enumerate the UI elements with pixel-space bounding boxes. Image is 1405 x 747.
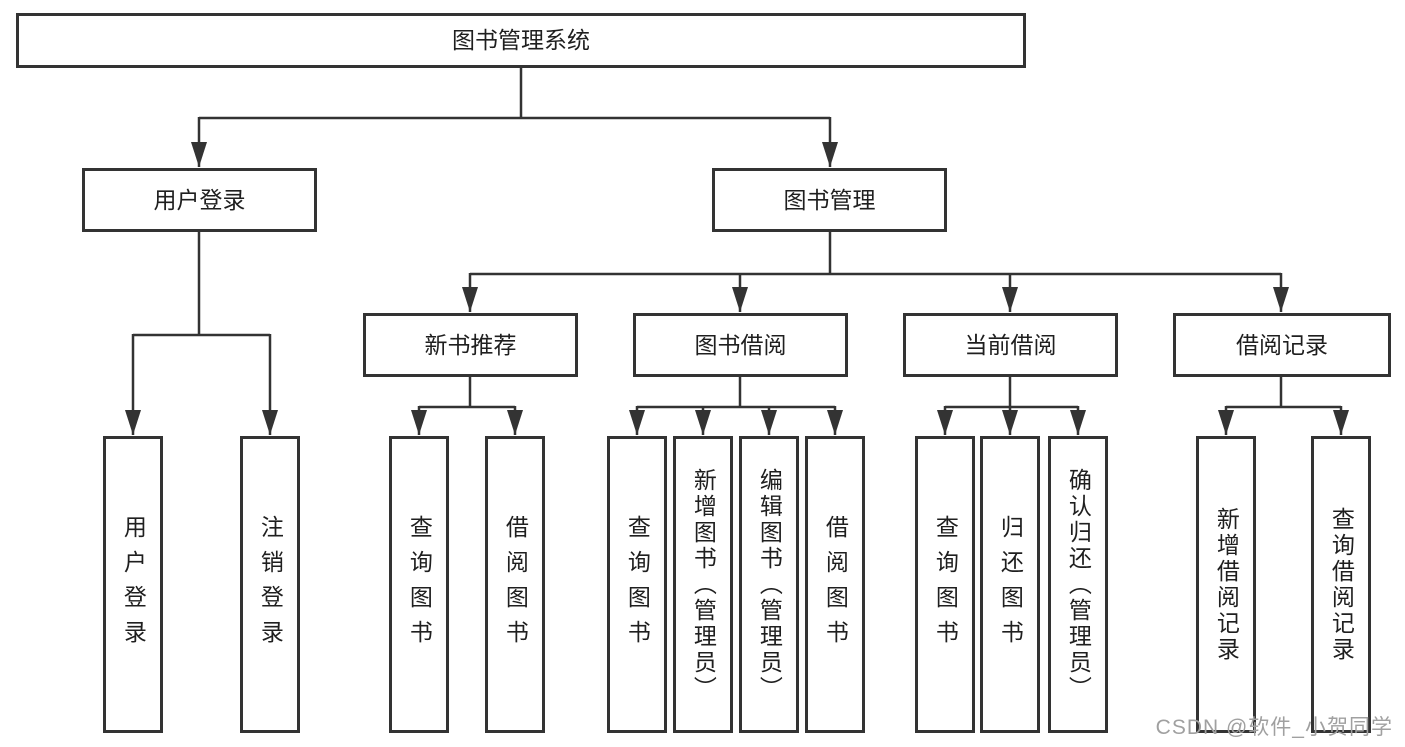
node-logout-action: 注销登录 — [240, 436, 300, 733]
node-records-add-record: 新增借阅记录 — [1196, 436, 1256, 733]
node-borrow-query-books: 查询图书 — [607, 436, 667, 733]
node-book-management: 图书管理 — [712, 168, 947, 232]
node-new-book-recommend: 新书推荐 — [363, 313, 578, 377]
node-borrow-borrow-books: 借阅图书 — [805, 436, 865, 733]
node-current-confirm-return-admin: 确认归还（管理员） — [1048, 436, 1108, 733]
node-borrow-edit-books-admin: 编辑图书（管理员） — [739, 436, 799, 733]
node-user-login: 用户登录 — [82, 168, 317, 232]
node-borrow-add-books-admin: 新增图书（管理员） — [673, 436, 733, 733]
node-current-query-books: 查询图书 — [915, 436, 975, 733]
node-root-system: 图书管理系统 — [16, 13, 1026, 68]
node-borrow-records: 借阅记录 — [1173, 313, 1391, 377]
node-user-login-action: 用户登录 — [103, 436, 163, 733]
node-book-borrow: 图书借阅 — [633, 313, 848, 377]
node-current-borrow: 当前借阅 — [903, 313, 1118, 377]
node-records-query-record: 查询借阅记录 — [1311, 436, 1371, 733]
node-recommend-query-books: 查询图书 — [389, 436, 449, 733]
watermark-csdn: CSDN @软件_小贺同学 — [1155, 716, 1393, 739]
node-current-return-books: 归还图书 — [980, 436, 1040, 733]
node-recommend-borrow-books: 借阅图书 — [485, 436, 545, 733]
